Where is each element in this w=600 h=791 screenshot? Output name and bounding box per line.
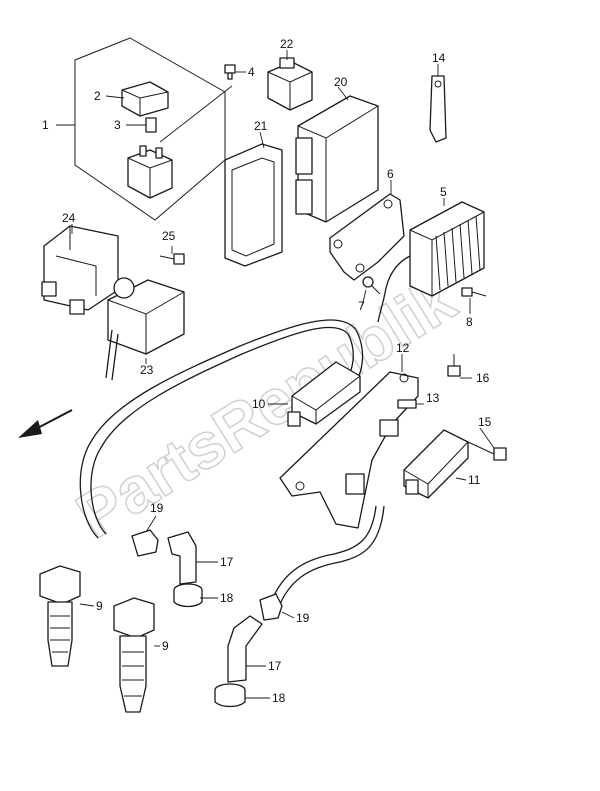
arrow-down-left-icon <box>18 409 73 438</box>
part-18-seal-left <box>173 583 203 608</box>
part-19-cap-right <box>259 593 283 621</box>
part-9-stick-coil-left <box>39 565 81 667</box>
part-24-bracket <box>41 225 119 315</box>
part-23-sensor <box>105 277 185 381</box>
part-16-bolt <box>447 354 461 377</box>
callout-12: 12 <box>396 341 410 355</box>
callout-3: 3 <box>114 118 121 132</box>
callout-24: 24 <box>62 211 76 225</box>
callout-1: 1 <box>42 118 49 132</box>
callout-25: 25 <box>162 229 176 243</box>
part-25-bolt <box>159 253 185 265</box>
callout-15: 15 <box>478 415 492 429</box>
part-8-bolt <box>461 287 487 297</box>
part-18-seal-right <box>214 683 246 708</box>
callout-10: 10 <box>252 397 266 411</box>
callout-19b: 19 <box>296 611 310 625</box>
callout-18b: 18 <box>272 691 286 705</box>
callout-19a: 19 <box>150 501 164 515</box>
callout-18a: 18 <box>220 591 234 605</box>
part-6-bracket <box>329 193 405 281</box>
part-7-bolt <box>362 276 381 295</box>
part-17-plug-cap-right <box>227 615 263 683</box>
callout-7: 7 <box>358 299 365 313</box>
callout-5: 5 <box>440 185 447 199</box>
leader-lines <box>56 50 495 699</box>
part-17-plug-cap-left <box>167 531 197 585</box>
part-3-fuse <box>145 117 157 133</box>
callout-16: 16 <box>476 371 490 385</box>
part-2-relay-cover <box>121 81 169 117</box>
wire-harness <box>79 319 364 539</box>
callout-9b: 9 <box>162 639 169 653</box>
callout-20: 20 <box>334 75 348 89</box>
part-5-regulator <box>377 201 485 323</box>
part-11-ignition-coil <box>403 429 469 499</box>
part-9-stick-coil-right <box>113 597 155 713</box>
part-14-clamp <box>429 75 447 143</box>
part-12-bracket <box>279 371 419 529</box>
part-1-starter-relay <box>127 145 173 199</box>
part-4-screw <box>224 64 236 80</box>
callout-9a: 9 <box>96 599 103 613</box>
part-20-ecu <box>295 95 379 223</box>
callout-23: 23 <box>140 363 154 377</box>
callout-17b: 17 <box>268 659 282 673</box>
part-22-connector <box>267 57 313 111</box>
callout-4: 4 <box>248 65 255 79</box>
part-19-cap-left <box>131 529 159 557</box>
part-10-ignition-coil <box>287 361 361 427</box>
part-21-ecu-case <box>224 143 283 267</box>
callout-13: 13 <box>426 391 440 405</box>
callout-21: 21 <box>254 119 268 133</box>
part-15-bolt <box>467 441 507 461</box>
callout-2: 2 <box>94 89 101 103</box>
callout-17a: 17 <box>220 555 234 569</box>
part-13-spacer <box>397 399 417 409</box>
callout-8: 8 <box>466 315 473 329</box>
wire-harness-lower <box>271 505 377 601</box>
callout-22: 22 <box>280 37 294 51</box>
wire-harness-inner <box>90 326 354 535</box>
callout-14: 14 <box>432 51 446 65</box>
callout-11: 11 <box>468 473 481 487</box>
callout-6: 6 <box>387 167 394 181</box>
